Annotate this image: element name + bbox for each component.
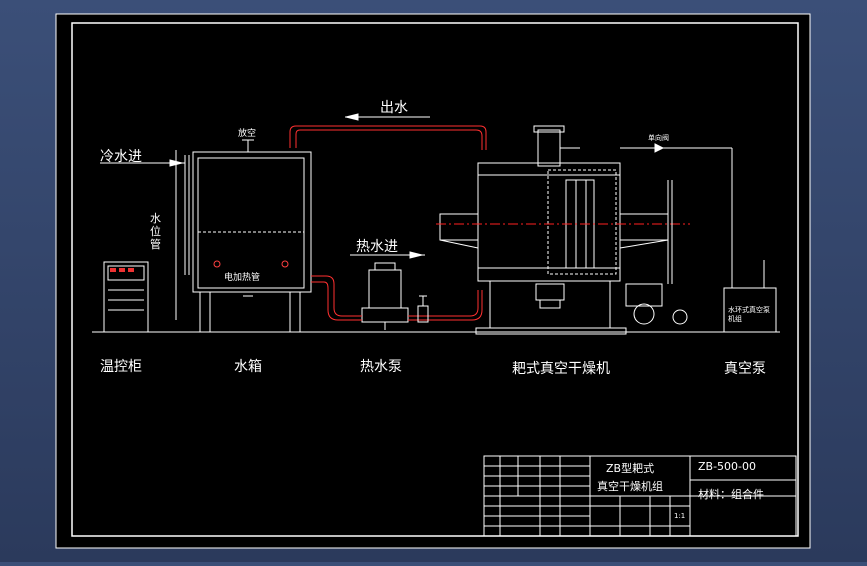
hot-water-in-label: 热水进 bbox=[356, 239, 398, 255]
water-out-label: 出水 bbox=[380, 100, 408, 116]
vacuum-pump-unit bbox=[723, 287, 777, 333]
water-level-tube bbox=[175, 150, 190, 320]
vacuum-pump-unit-label: 水环式真空泵机组 bbox=[728, 306, 770, 323]
vacuum-line bbox=[700, 147, 765, 288]
scale-label: 1:1 bbox=[674, 512, 686, 520]
water-tank bbox=[192, 139, 312, 332]
pipe-valve bbox=[417, 295, 429, 323]
rake-dryer bbox=[439, 125, 700, 335]
hot-water-pump-label: 热水泵 bbox=[360, 359, 402, 375]
water-level-tube-label: 水 位 管 bbox=[150, 212, 161, 251]
inner-border bbox=[71, 22, 799, 537]
title-name-line1: ZB型耙式 bbox=[606, 462, 655, 475]
control-cabinet bbox=[103, 261, 149, 333]
one-way-valve-label: 单向阀 bbox=[648, 134, 669, 142]
vent-label: 放空 bbox=[238, 129, 257, 139]
title-name-line2: 真空干燥机组 bbox=[597, 480, 663, 493]
material-label: 材料：组合件 bbox=[698, 488, 764, 501]
gear-motor bbox=[625, 180, 688, 325]
hot-water-arrow bbox=[350, 251, 425, 259]
water-tank-label: 水箱 bbox=[234, 359, 262, 375]
hot-water-pump bbox=[361, 262, 409, 330]
dryer-label: 耙式真空干燥机 bbox=[512, 361, 610, 377]
cold-water-in-label: 冷水进 bbox=[100, 149, 142, 165]
title-block bbox=[483, 455, 797, 537]
water-out-arrow bbox=[345, 113, 430, 121]
drawing-number: ZB-500-00 bbox=[698, 460, 757, 473]
control-cabinet-label: 温控柜 bbox=[100, 359, 142, 375]
hot-water-pipe bbox=[311, 275, 483, 321]
water-out-pipe bbox=[289, 125, 487, 150]
vacuum-pump-label: 真空泵 bbox=[724, 361, 766, 377]
electric-heater-label: 电加热管 bbox=[224, 273, 261, 283]
outer-border bbox=[55, 13, 811, 549]
sheet-background bbox=[56, 14, 810, 548]
